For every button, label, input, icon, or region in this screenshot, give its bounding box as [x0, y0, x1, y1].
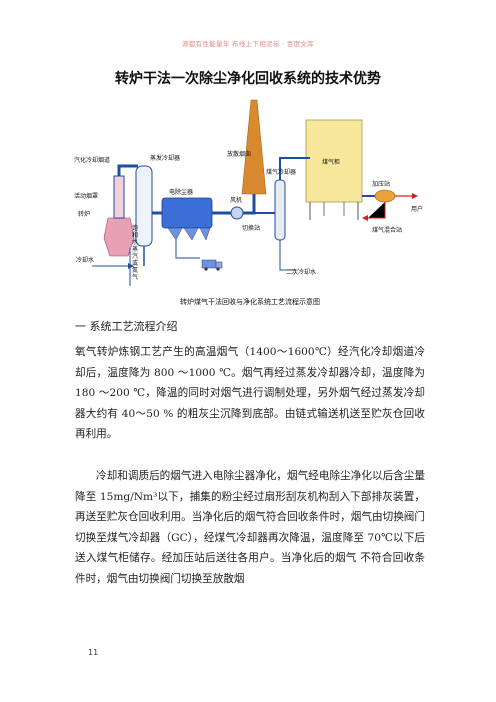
converter-shape	[103, 217, 135, 257]
label-switch-station: 切换站	[242, 224, 260, 232]
gasholder-shape	[305, 119, 363, 203]
paragraph-1: 氧气转炉炼钢工艺产生的高温烟气（1400～1600℃）经汽化冷却烟道冷却后，温度…	[75, 346, 425, 441]
label-mixing-station: 煤气混合站	[372, 226, 402, 234]
gas-cooler-shape	[274, 179, 286, 241]
label-chimney: 放散烟囱	[227, 150, 251, 158]
page-number: 11	[88, 648, 99, 657]
page-title: 转炉干法一次除尘净化回收系统的技术优势	[115, 71, 381, 87]
label-booster-station: 加压站	[372, 180, 390, 188]
chimney-shape	[241, 99, 267, 195]
evaporation-cooler-shape	[135, 165, 153, 247]
label-converter: 转炉	[78, 210, 90, 218]
label-steam-4: 蒸	[132, 245, 138, 253]
label-hood: 活动烟罩	[74, 192, 98, 200]
label-gasholder: 煤气柜	[322, 158, 340, 166]
label-steam-3: 水	[132, 238, 138, 246]
label-fan: 风机	[230, 196, 242, 204]
process-flow-diagram: 放散烟囱 煤气冷却器 煤气柜 加压站 用户 煤气混合站 汽化冷却烟道 蒸发冷却器…	[72, 98, 428, 310]
label-gas-cooler: 煤气冷却器	[266, 168, 296, 176]
watermark: 源都有性能量年 布线上下相泥炭 · 百度文库	[182, 40, 314, 48]
paragraph-2: 冷却和调质后的烟气进入电除尘器净化，烟气经电除尘净化以后含尘量降至 15mg/N…	[75, 470, 425, 585]
cooling-flue-shape	[113, 175, 125, 219]
label-steam-5: 汽	[132, 252, 138, 260]
precipitator-shape	[161, 197, 213, 229]
label-steam-2: 和	[132, 231, 138, 239]
label-user: 用户	[411, 205, 423, 213]
figure-caption: 转炉煤气干法回收与净化系统工艺流程示意图	[180, 298, 320, 306]
label-secondary-cooling-water: 二次冷却水	[286, 268, 316, 276]
label-steam-8: 气	[132, 273, 138, 281]
booster-shape	[374, 189, 396, 203]
label-steam-1: 饱	[132, 224, 138, 232]
label-steam-6: 或	[132, 259, 138, 267]
label-cooling-flue: 汽化冷却烟道	[74, 156, 110, 164]
label-evaporation-cooler: 蒸发冷却器	[150, 154, 180, 162]
label-steam-7: 氮	[132, 266, 138, 274]
section-heading: 一 系统工艺流程介绍	[75, 320, 178, 333]
label-precipitator: 电除尘器	[169, 188, 193, 196]
fan-shape	[230, 206, 244, 220]
label-cooling-water: 冷却水	[76, 256, 94, 264]
